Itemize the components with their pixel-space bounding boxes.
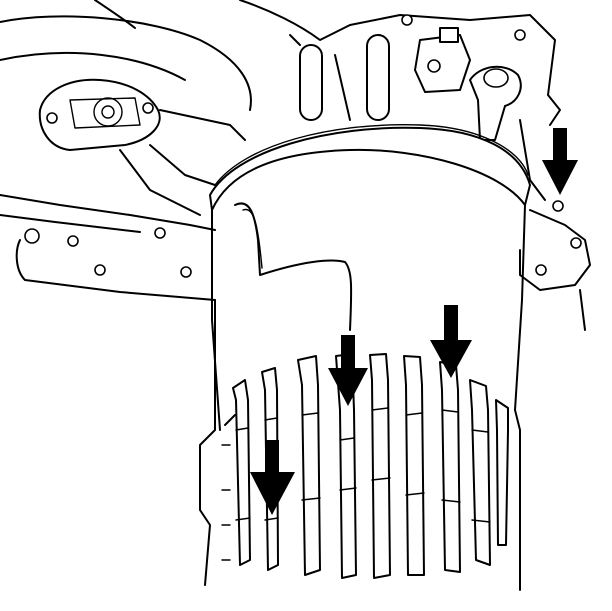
pump-arm [159, 109, 246, 141]
snap-ring [234, 202, 353, 331]
spline-slot [495, 399, 509, 546]
pump-boss [38, 78, 161, 151]
arrow-down-icon [328, 335, 368, 406]
bolt-hole [94, 264, 106, 276]
case-rib-edge [334, 54, 351, 121]
bolt-hole [514, 29, 526, 41]
bolt-hole [552, 200, 564, 212]
case-lower-left-wall [199, 299, 216, 586]
case-boss-bore [483, 68, 509, 88]
spline-slot [232, 379, 251, 566]
case-rib [366, 34, 390, 121]
case-lower-detail [224, 414, 236, 426]
case-right-edge [519, 119, 546, 201]
pump-rib-inner [149, 144, 216, 186]
bolt-hole [401, 14, 413, 26]
spline-slot [439, 361, 461, 573]
bolt-hole [46, 112, 58, 124]
callout-arrows [250, 128, 578, 515]
bolt-hole [570, 237, 582, 249]
bolt-hole [67, 235, 79, 247]
bolt-hole [535, 264, 547, 276]
wall-tabs [221, 444, 231, 561]
arrow-down-icon [430, 305, 472, 378]
bore-left-wall [211, 209, 221, 431]
bolt-hole [427, 59, 441, 73]
case-top-curve [0, 15, 252, 111]
case-rib [299, 44, 323, 121]
slot-bands [235, 407, 491, 523]
valve-block [414, 34, 471, 93]
pump-rib [119, 149, 201, 216]
case-top-edge [94, 0, 136, 29]
spline-slot [369, 353, 391, 579]
bolt-hole [180, 266, 192, 278]
bore-right-wall [514, 204, 526, 411]
case-boss [469, 65, 522, 141]
transmission-case-housing [0, 0, 591, 591]
arrow-down-icon [542, 128, 578, 195]
bolt-hole [154, 227, 166, 239]
snap-ring-inner [242, 208, 263, 269]
bore-rim-outer [214, 124, 529, 186]
spline-slots [221, 353, 509, 579]
flange-right-lower [579, 289, 586, 331]
bore-top-rim [209, 126, 531, 211]
pump-boss-bore [93, 97, 123, 127]
spline-slot [403, 355, 425, 576]
flange-right [519, 209, 591, 291]
pump-boss-center [101, 105, 115, 119]
case-top-flange [239, 0, 561, 126]
case-bore [209, 124, 531, 431]
case-rib-edge [289, 34, 301, 46]
bolt-hole [142, 102, 154, 114]
flange-lower-edge [15, 239, 216, 301]
spline-slot [297, 355, 321, 576]
case-inner-curve [0, 52, 186, 81]
bolt-hole [24, 228, 40, 244]
spline-slot [469, 379, 491, 566]
case-lower-right-wall [514, 409, 521, 591]
flange-upper-edge [0, 194, 216, 231]
valve-block-tab [439, 27, 459, 43]
arrow-down-icon [250, 440, 295, 515]
flange-upper-inner [0, 214, 141, 233]
